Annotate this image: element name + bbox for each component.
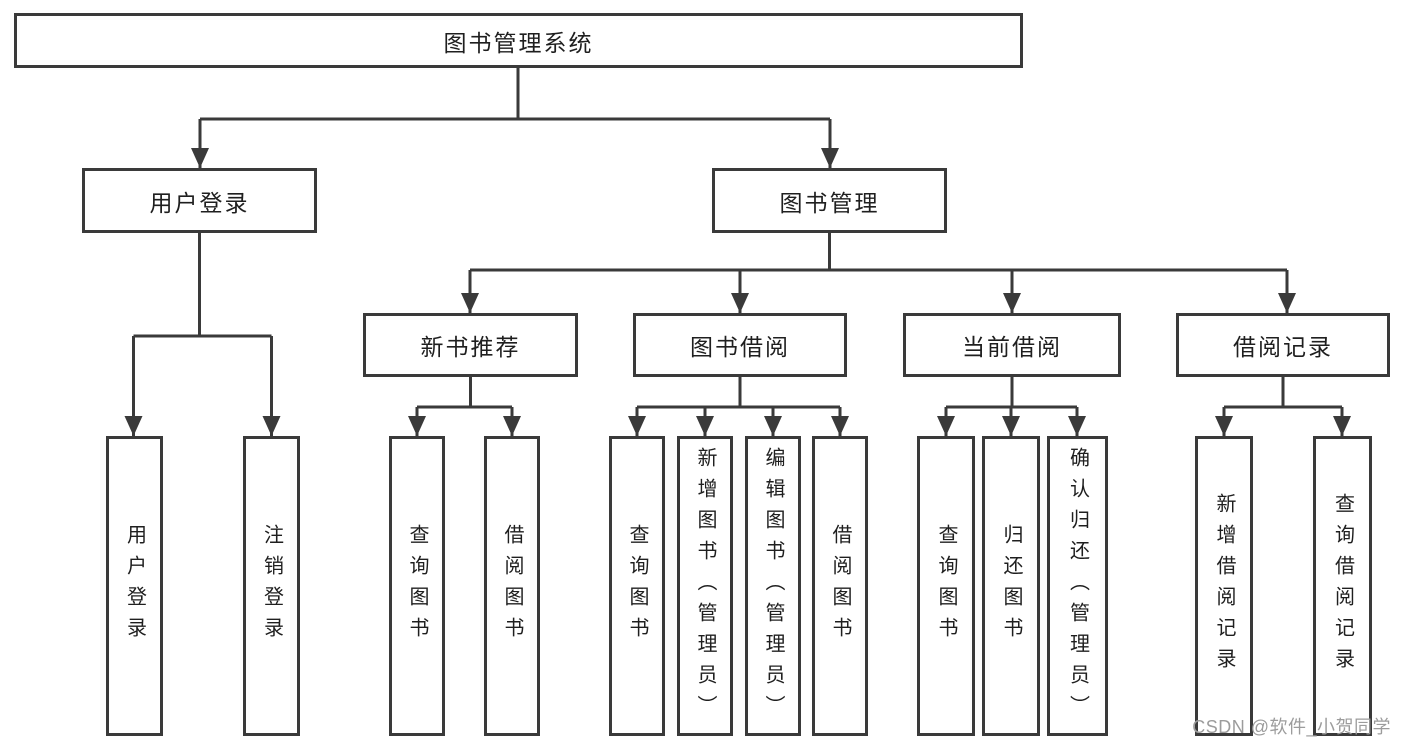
connector-current-borrow-split — [946, 377, 1077, 409]
node-br-query-record: 查询借阅记录 — [1313, 436, 1372, 736]
node-user-login-action: 用户登录 — [106, 436, 163, 736]
node-bb-query-books: 查询图书 — [609, 436, 665, 736]
connector-user-login-split — [133, 233, 272, 338]
connector-book-mgmt-split — [470, 233, 1287, 272]
node-cb-return-books: 归还图书 — [982, 436, 1040, 736]
node-book-borrow-label: 图书借阅 — [690, 334, 790, 360]
node-root-label: 图书管理系统 — [443, 29, 594, 56]
node-bb-borrow-books-label: 借阅图书 — [829, 524, 851, 648]
node-bb-borrow-books: 借阅图书 — [812, 436, 868, 736]
node-bb-edit-books: 编辑图书（管理员） — [745, 436, 801, 736]
node-new-book-recommend-label: 新书推荐 — [420, 334, 521, 360]
node-cb-return-books-label: 归还图书 — [1000, 524, 1022, 648]
node-bb-query-books-label: 查询图书 — [626, 524, 648, 648]
node-nbr-query-books: 查询图书 — [389, 436, 445, 736]
node-br-query-record-label: 查询借阅记录 — [1331, 493, 1354, 679]
node-book-management-branch-label: 图书管理 — [779, 189, 880, 216]
node-new-book-recommend: 新书推荐 — [363, 313, 578, 377]
connector-book-borrow-split — [637, 377, 840, 409]
node-cb-confirm-return-label: 确认归还（管理员） — [1066, 446, 1089, 726]
node-nbr-query-books-label: 查询图书 — [406, 524, 428, 648]
node-borrow-records-label: 借阅记录 — [1233, 334, 1333, 360]
node-bb-add-books-label: 新增图书（管理员） — [694, 446, 716, 726]
node-br-add-record-label: 新增借阅记录 — [1213, 493, 1235, 679]
node-current-borrow-label: 当前借阅 — [962, 334, 1062, 360]
node-cb-query-books: 查询图书 — [917, 436, 975, 736]
node-user-login-branch: 用户登录 — [82, 168, 317, 233]
node-nbr-borrow-books-label: 借阅图书 — [501, 524, 523, 648]
node-book-borrow: 图书借阅 — [633, 313, 847, 377]
node-borrow-records: 借阅记录 — [1176, 313, 1390, 377]
connector-root-split — [200, 68, 830, 121]
node-cb-confirm-return: 确认归还（管理员） — [1047, 436, 1108, 736]
connector-borrow-record-split — [1224, 377, 1342, 409]
node-current-borrow: 当前借阅 — [903, 313, 1121, 377]
node-user-login-action-label: 用户登录 — [123, 524, 146, 648]
connector-new-book-split — [417, 377, 512, 409]
node-logout-action-label: 注销登录 — [260, 524, 283, 648]
node-logout-action: 注销登录 — [243, 436, 300, 736]
node-user-login-branch-label: 用户登录 — [149, 189, 250, 216]
node-nbr-borrow-books: 借阅图书 — [484, 436, 540, 736]
node-book-management-branch: 图书管理 — [712, 168, 947, 233]
node-br-add-record: 新增借阅记录 — [1195, 436, 1253, 736]
node-bb-edit-books-label: 编辑图书（管理员） — [762, 446, 784, 726]
csdn-watermark: CSDN @软件_小贺同学 — [1192, 717, 1391, 737]
node-cb-query-books-label: 查询图书 — [935, 524, 957, 648]
node-root: 图书管理系统 — [14, 13, 1023, 68]
node-bb-add-books: 新增图书（管理员） — [677, 436, 733, 736]
